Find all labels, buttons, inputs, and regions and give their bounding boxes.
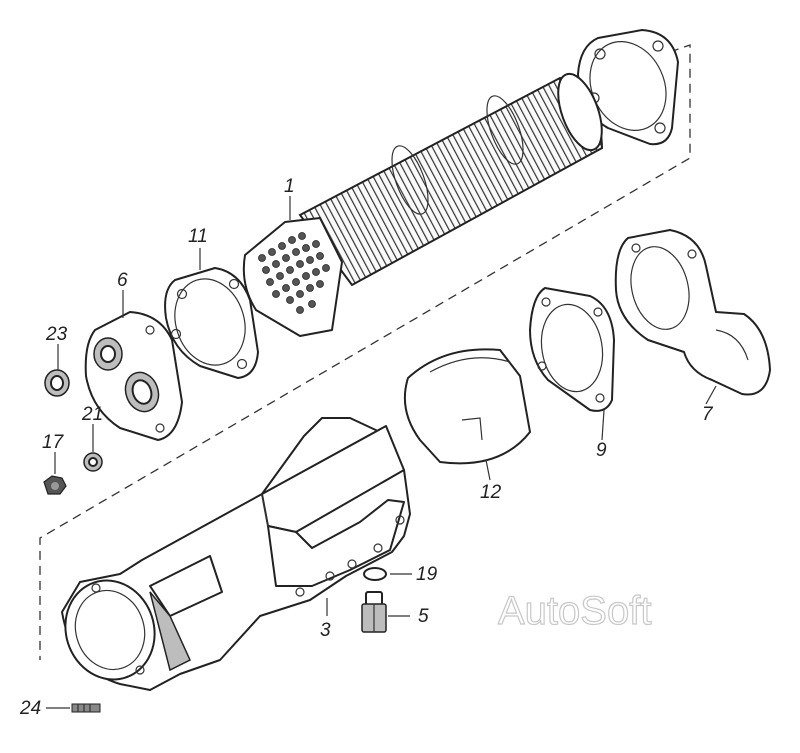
callout-19: 19	[416, 564, 438, 585]
callout-12: 12	[480, 482, 502, 503]
fitting-5	[361, 591, 387, 633]
gasket-11	[164, 267, 259, 379]
gasket-top-right	[577, 29, 679, 146]
seal-ring-19	[363, 567, 387, 581]
callout-23: 23	[45, 324, 68, 345]
washer-21	[83, 452, 103, 472]
watermark: AutoSoft	[498, 589, 651, 633]
gasket-9	[529, 287, 615, 412]
callout-9: 9	[596, 440, 607, 461]
stud-24	[71, 703, 101, 713]
cooler-core	[242, 72, 604, 337]
callout-1: 1	[284, 176, 295, 197]
nut-17	[43, 475, 67, 495]
nut-23	[44, 369, 70, 397]
end-cover-6	[84, 311, 183, 441]
callout-24: 24	[19, 698, 41, 719]
callout-17: 17	[42, 432, 65, 453]
callout-7: 7	[702, 404, 714, 425]
callout-5: 5	[418, 606, 429, 627]
callout-3: 3	[320, 620, 331, 641]
callout-6: 6	[117, 270, 128, 291]
leader-lines	[46, 196, 717, 709]
callout-11: 11	[188, 226, 208, 247]
housing-3	[61, 417, 411, 691]
end-cover-7	[614, 229, 771, 396]
callout-21: 21	[81, 404, 103, 425]
sleeve-12	[403, 348, 531, 465]
tube-ends	[258, 232, 330, 314]
